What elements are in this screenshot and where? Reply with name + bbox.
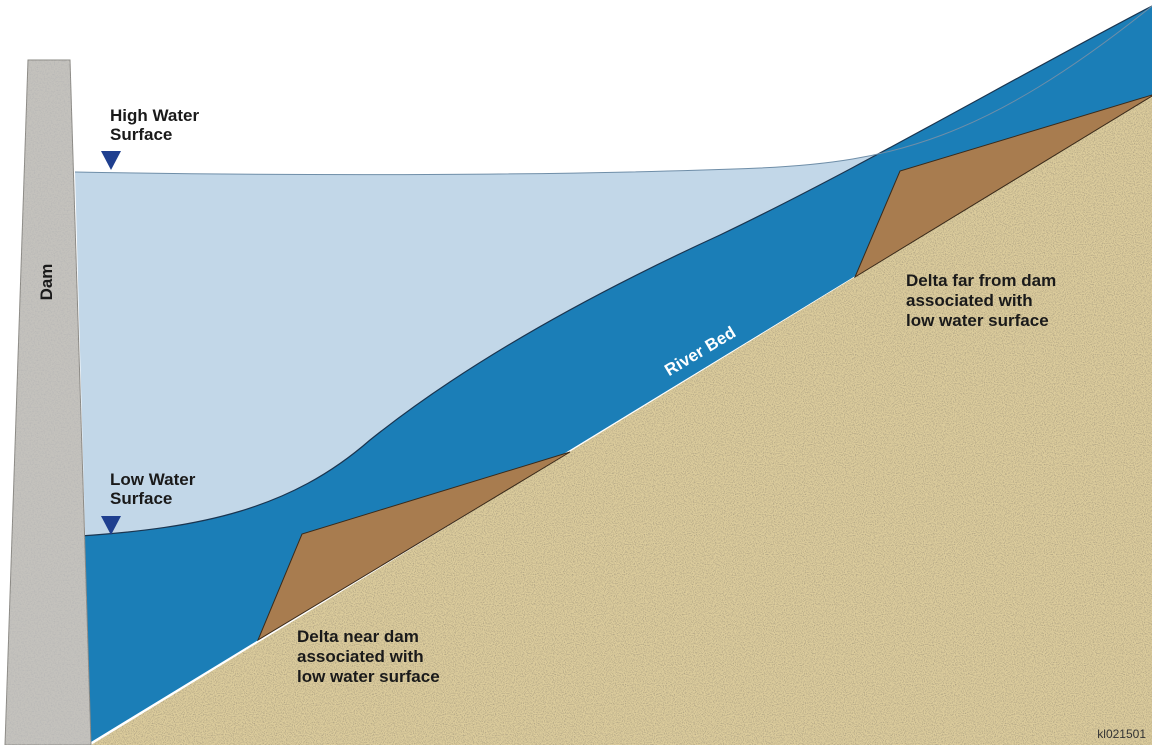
delta-near-label-line1: Delta near dam [297, 627, 419, 646]
delta-far-label: Delta far from dam associated with low w… [906, 271, 1061, 330]
delta-far-from-dam [853, 94, 1152, 279]
low-water-label-line2: Surface [110, 489, 172, 508]
dam-texture [5, 60, 91, 745]
figure-id-label: kl021501 [1097, 727, 1146, 741]
delta-far-label-line1: Delta far from dam [906, 271, 1056, 290]
delta-near-label: Delta near dam associated with low water… [297, 627, 440, 686]
high-water-label-line1: High Water [110, 106, 199, 125]
delta-far-label-line3: low water surface [906, 311, 1049, 330]
high-water-marker-icon [101, 151, 121, 170]
delta-far-label-line2: associated with [906, 291, 1033, 310]
low-water-marker-icon [101, 516, 121, 535]
low-water-label: Low Water Surface [110, 470, 200, 508]
delta-near-dam [256, 451, 571, 642]
low-water-surface-line [79, 5, 1152, 537]
low-water-label-line1: Low Water [110, 470, 196, 489]
high-water-label-line2: Surface [110, 125, 172, 144]
delta-near-label-line2: associated with [297, 647, 424, 666]
high-water-surface-line [74, 5, 1152, 176]
high-water-label: High Water Surface [110, 106, 204, 144]
delta-near-label-line3: low water surface [297, 667, 440, 686]
dam-label: Dam [37, 264, 56, 301]
